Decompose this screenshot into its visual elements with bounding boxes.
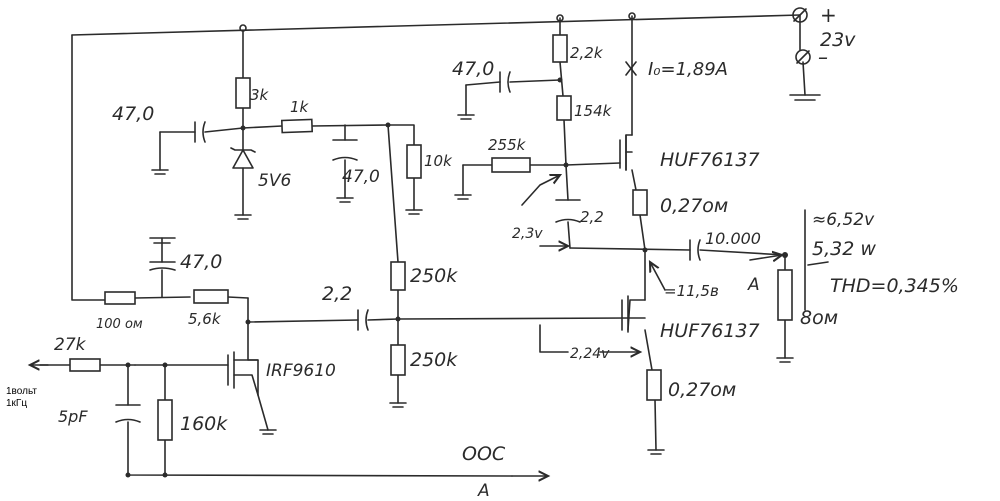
supply-terminals	[239, 7, 821, 101]
label-2-2-gate: 2,2	[580, 208, 604, 226]
label-2-2k: 2,2k	[570, 44, 604, 62]
label-47-lower: 47,0	[180, 251, 222, 273]
label-47-left: 47,0	[112, 103, 154, 125]
junction-dots	[125, 77, 788, 478]
label-a-out: A	[747, 275, 760, 295]
label-10000: 10.000	[705, 229, 761, 248]
note-line-1: 1вольт	[6, 386, 37, 397]
resistor-8-ohm-load	[777, 269, 793, 321]
label-2-2: 2,2	[322, 283, 352, 305]
label-2-3v: 2,3v	[512, 226, 543, 242]
label-i0: I₀=1,89A	[648, 59, 728, 80]
note-line-2: 1кГц	[6, 398, 28, 409]
capacitors	[115, 71, 701, 423]
capacitor-2-2-gate	[555, 199, 581, 223]
label-out-voltage: ≈6,52v	[812, 210, 875, 230]
resistor-255k	[491, 157, 531, 173]
capacitor-5pf	[115, 404, 141, 423]
label-out-power: 5,32 w	[812, 238, 876, 260]
label-ooc: OOC	[462, 443, 506, 465]
zener-diode	[230, 147, 256, 169]
label-100-ohm: 100 ом	[96, 317, 143, 332]
label-255k: 255k	[488, 136, 527, 154]
label-irf9610: IRF9610	[266, 361, 336, 381]
label-11-5v: =11,5в	[664, 282, 719, 300]
label-1k: 1k	[290, 98, 310, 116]
label-minus: –	[818, 45, 828, 69]
mosfet-huf76137-bottom	[621, 295, 646, 333]
label-47-top: 47,0	[452, 58, 494, 80]
label-23v: 23v	[820, 29, 856, 51]
input-signal-note: 1вольт 1кГц	[6, 386, 37, 410]
resistor-250k-top	[390, 261, 406, 291]
resistor-154k	[556, 95, 572, 121]
resistor-0-27-top	[632, 189, 648, 216]
capacitor-10000-output	[689, 239, 701, 261]
resistor-27k	[69, 358, 101, 372]
label-3k: 3k	[250, 86, 270, 104]
capacitor-47-left	[194, 121, 206, 143]
label-154k: 154k	[574, 102, 613, 120]
resistor-1k	[280, 118, 314, 134]
label-250k-top: 250k	[410, 265, 458, 287]
resistor-10k	[406, 144, 422, 179]
label-8-ohm: 8ом	[800, 307, 838, 329]
label-huf-top: HUF76137	[660, 149, 760, 171]
resistors	[69, 34, 793, 441]
label-thd: THD=0,345%	[830, 275, 959, 297]
label-10k: 10k	[424, 152, 453, 170]
mosfet-huf76137-top	[619, 134, 633, 171]
measurement-arrows	[30, 61, 829, 476]
label-027-bottom: 0,27ом	[668, 379, 736, 401]
label-27k: 27k	[54, 335, 87, 355]
capacitor-47-lower	[149, 237, 176, 271]
capacitor-47-mid	[332, 139, 358, 161]
wires	[39, 14, 806, 477]
resistor-5-6k	[193, 289, 229, 304]
mosfet-irf9610	[227, 351, 259, 396]
resistor-160k	[157, 399, 173, 441]
label-160k: 160k	[180, 413, 228, 435]
label-47-mid: 47,0	[342, 167, 380, 187]
label-027-top: 0,27ом	[660, 195, 728, 217]
resistor-3k	[235, 77, 251, 109]
resistor-250k-bottom	[390, 344, 406, 376]
ground-symbols	[149, 114, 794, 455]
component-labels: + 23v – 3k 47,0 1k 47,0 5V6 10k 47,0 2,2…	[54, 3, 959, 501]
resistor-0-27-bottom	[646, 369, 662, 401]
mosfets	[227, 134, 646, 396]
label-250k-bottom: 250k	[410, 349, 458, 371]
resistor-100-ohm	[104, 291, 136, 305]
label-5pf: 5pF	[58, 407, 88, 426]
capacitor-47-top	[499, 71, 511, 93]
label-5v6: 5V6	[258, 171, 291, 191]
label-plus: +	[820, 3, 837, 27]
label-2-24v: 2,24v	[570, 346, 610, 362]
capacitor-2-2-coupling	[357, 309, 369, 331]
resistor-2-2k	[552, 34, 568, 63]
label-a-bottom: A	[477, 481, 490, 501]
label-5-6k: 5,6k	[188, 310, 222, 328]
label-huf-bottom: HUF76137	[660, 320, 760, 342]
